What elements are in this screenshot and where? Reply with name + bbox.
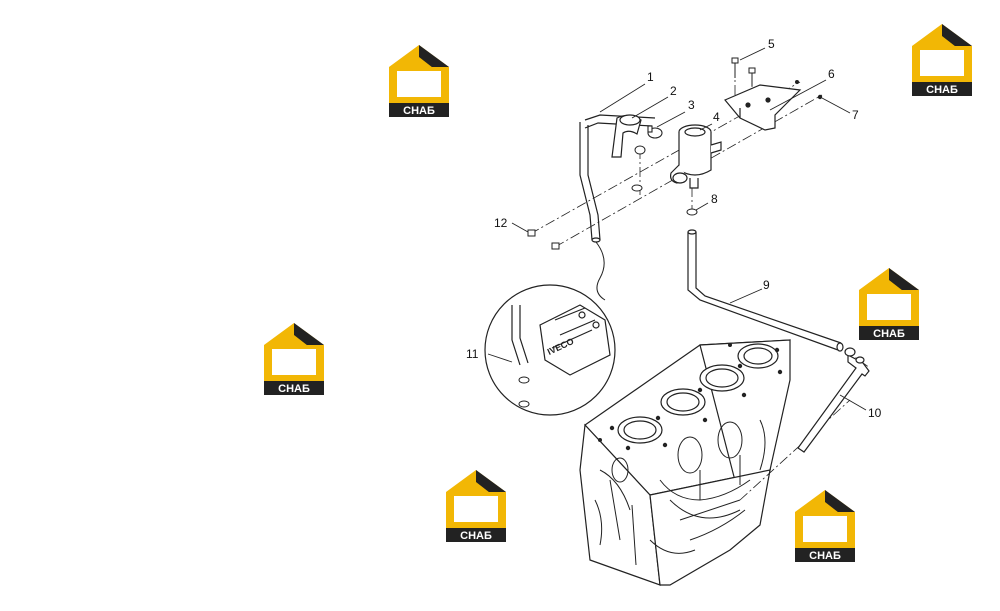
callout-labels: 1 2 3 4 5 6 7 8 9 10 11 12 <box>466 37 882 420</box>
callout-2: 2 <box>670 84 677 98</box>
watermark-logo: НЗ СНАБ <box>912 24 972 96</box>
screw <box>795 80 823 100</box>
watermark-logo: НЗ СНАБ <box>795 490 855 562</box>
callout-4: 4 <box>713 110 720 124</box>
watermark-logos: НЗ СНАБ НЗ СНАБ НЗ СНАБ НЗ СНАБ НЗ СНАБ … <box>264 24 972 562</box>
watermark-logo: НЗ СНАБ <box>389 45 449 117</box>
svg-text:СНАБ: СНАБ <box>809 550 841 562</box>
callout-6: 6 <box>828 67 835 81</box>
watermark-logo: НЗ СНАБ <box>264 323 324 395</box>
callout-9: 9 <box>763 278 770 292</box>
svg-text:НЗ: НЗ <box>281 354 308 376</box>
svg-text:СНАБ: СНАБ <box>278 383 310 395</box>
callout-12: 12 <box>494 216 508 230</box>
svg-text:НЗ: НЗ <box>463 501 490 523</box>
callout-1: 1 <box>647 70 654 84</box>
oil-separator <box>670 124 722 189</box>
fitting-nut <box>631 145 698 216</box>
svg-text:НЗ: НЗ <box>406 76 433 98</box>
drain-pipe <box>687 229 844 352</box>
callout-11: 11 <box>466 347 479 361</box>
leader-lines <box>487 47 867 411</box>
svg-text:НЗ: НЗ <box>876 299 903 321</box>
svg-text:СНАБ: СНАБ <box>403 105 435 117</box>
callout-8: 8 <box>711 192 718 206</box>
svg-text:НЗ: НЗ <box>929 55 956 77</box>
watermark-logo: НЗ СНАБ <box>446 470 506 542</box>
callout-7: 7 <box>852 108 859 122</box>
return-hose <box>797 347 870 453</box>
svg-text:СНАБ: СНАБ <box>460 530 492 542</box>
watermark-logo: НЗ СНАБ <box>859 268 919 340</box>
mounting-bracket <box>724 84 802 131</box>
hose-elbow <box>611 114 642 158</box>
callout-10: 10 <box>868 406 882 420</box>
callout-5: 5 <box>768 37 775 51</box>
engine-block <box>579 339 791 586</box>
screw <box>527 229 560 250</box>
svg-text:НЗ: НЗ <box>812 521 839 543</box>
svg-text:СНАБ: СНАБ <box>873 328 905 340</box>
valve-cover-detail <box>539 304 611 376</box>
detail-view: IVECO <box>484 241 616 416</box>
svg-text:СНАБ: СНАБ <box>926 84 958 96</box>
callout-3: 3 <box>688 98 695 112</box>
bolt <box>731 57 756 86</box>
hose-clamp <box>647 125 663 139</box>
